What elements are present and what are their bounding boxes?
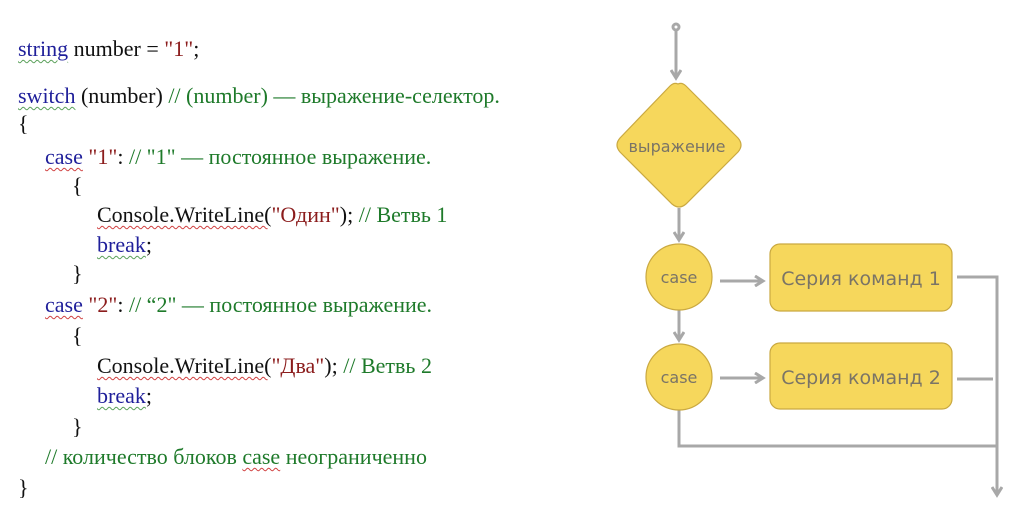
code-token: // (number) — выражение-селектор. <box>168 83 500 108</box>
code-line: { <box>72 173 83 199</box>
code-token: // количество блоков <box>45 444 243 469</box>
arrow-exit <box>957 275 997 495</box>
code-line: { <box>18 111 29 137</box>
code-token: { <box>72 323 83 348</box>
code-line: Console.WriteLine("Один"); // Ветвь 1 <box>97 202 447 228</box>
code-line: case "2": // “2" — постоянное выражение. <box>45 292 432 318</box>
code-token: "Два" <box>271 353 325 378</box>
block1-label: Серия команд 1 <box>781 268 941 290</box>
code-line: switch (number) // (number) — выражение-… <box>18 83 500 109</box>
code-token: break <box>97 232 146 257</box>
code-line: Console.WriteLine("Два"); // Ветвь 2 <box>97 353 432 379</box>
code-token: // "1" — постоянное выражение. <box>128 144 432 169</box>
code-line: } <box>18 475 29 501</box>
code-token: "Один" <box>271 202 340 227</box>
code-token: ; <box>193 36 200 61</box>
connector-default-exit <box>677 410 997 448</box>
code-token: ); <box>324 353 344 378</box>
code-token: case <box>45 144 83 169</box>
code-token: // Ветвь 2 <box>343 353 432 378</box>
code-token: } <box>18 475 29 500</box>
code-token: string <box>18 36 69 61</box>
code-token: number = <box>68 36 165 61</box>
code-listing: string number = "1"; switch (number) // (… <box>18 36 500 501</box>
case2-label: case <box>661 368 698 387</box>
code-token: { <box>18 111 29 136</box>
code-token: Console.WriteLine( <box>97 353 272 378</box>
case1-label: case <box>661 268 698 287</box>
case-node-1: case <box>645 243 713 311</box>
code-token: "1" <box>88 144 118 169</box>
decision-label: выражение <box>629 137 726 156</box>
code-token: ; <box>145 383 152 408</box>
code-line: // количество блоков case неограниченно <box>45 444 427 470</box>
code-line: { <box>72 323 83 349</box>
code-line: string number = "1"; <box>18 36 199 62</box>
code-token: case <box>242 444 281 469</box>
code-token: { <box>72 173 83 198</box>
code-line: case "1": // "1" — постоянное выражение. <box>45 144 431 170</box>
code-line: break; <box>97 383 152 409</box>
code-token: } <box>72 414 83 439</box>
code-token: "1" <box>164 36 194 61</box>
code-token: // Ветвь 1 <box>358 202 448 227</box>
decision-node: выражение <box>616 82 742 208</box>
command-block-2: Серия команд 2 <box>769 342 953 410</box>
code-token: ; <box>145 232 152 257</box>
code-token: case <box>45 292 83 317</box>
code-token: Console.WriteLine( <box>97 202 272 227</box>
code-token: неограниченно <box>280 444 427 469</box>
start-node <box>671 22 681 32</box>
code-token: // “2" — постоянное выражение. <box>128 292 433 317</box>
code-token: (number) <box>75 83 169 108</box>
code-token: ); <box>339 202 359 227</box>
code-token: : <box>117 292 129 317</box>
code-token: break <box>97 383 146 408</box>
block2-label: Серия команд 2 <box>781 367 941 389</box>
code-line: break; <box>97 232 152 258</box>
command-block-1: Серия команд 1 <box>769 243 953 312</box>
code-token: : <box>117 144 129 169</box>
code-token: "2" <box>88 292 118 317</box>
code-line: } <box>72 414 83 440</box>
code-token: switch <box>18 83 76 108</box>
case-node-2: case <box>645 343 713 411</box>
code-line: } <box>72 261 83 287</box>
code-token: } <box>72 261 83 286</box>
